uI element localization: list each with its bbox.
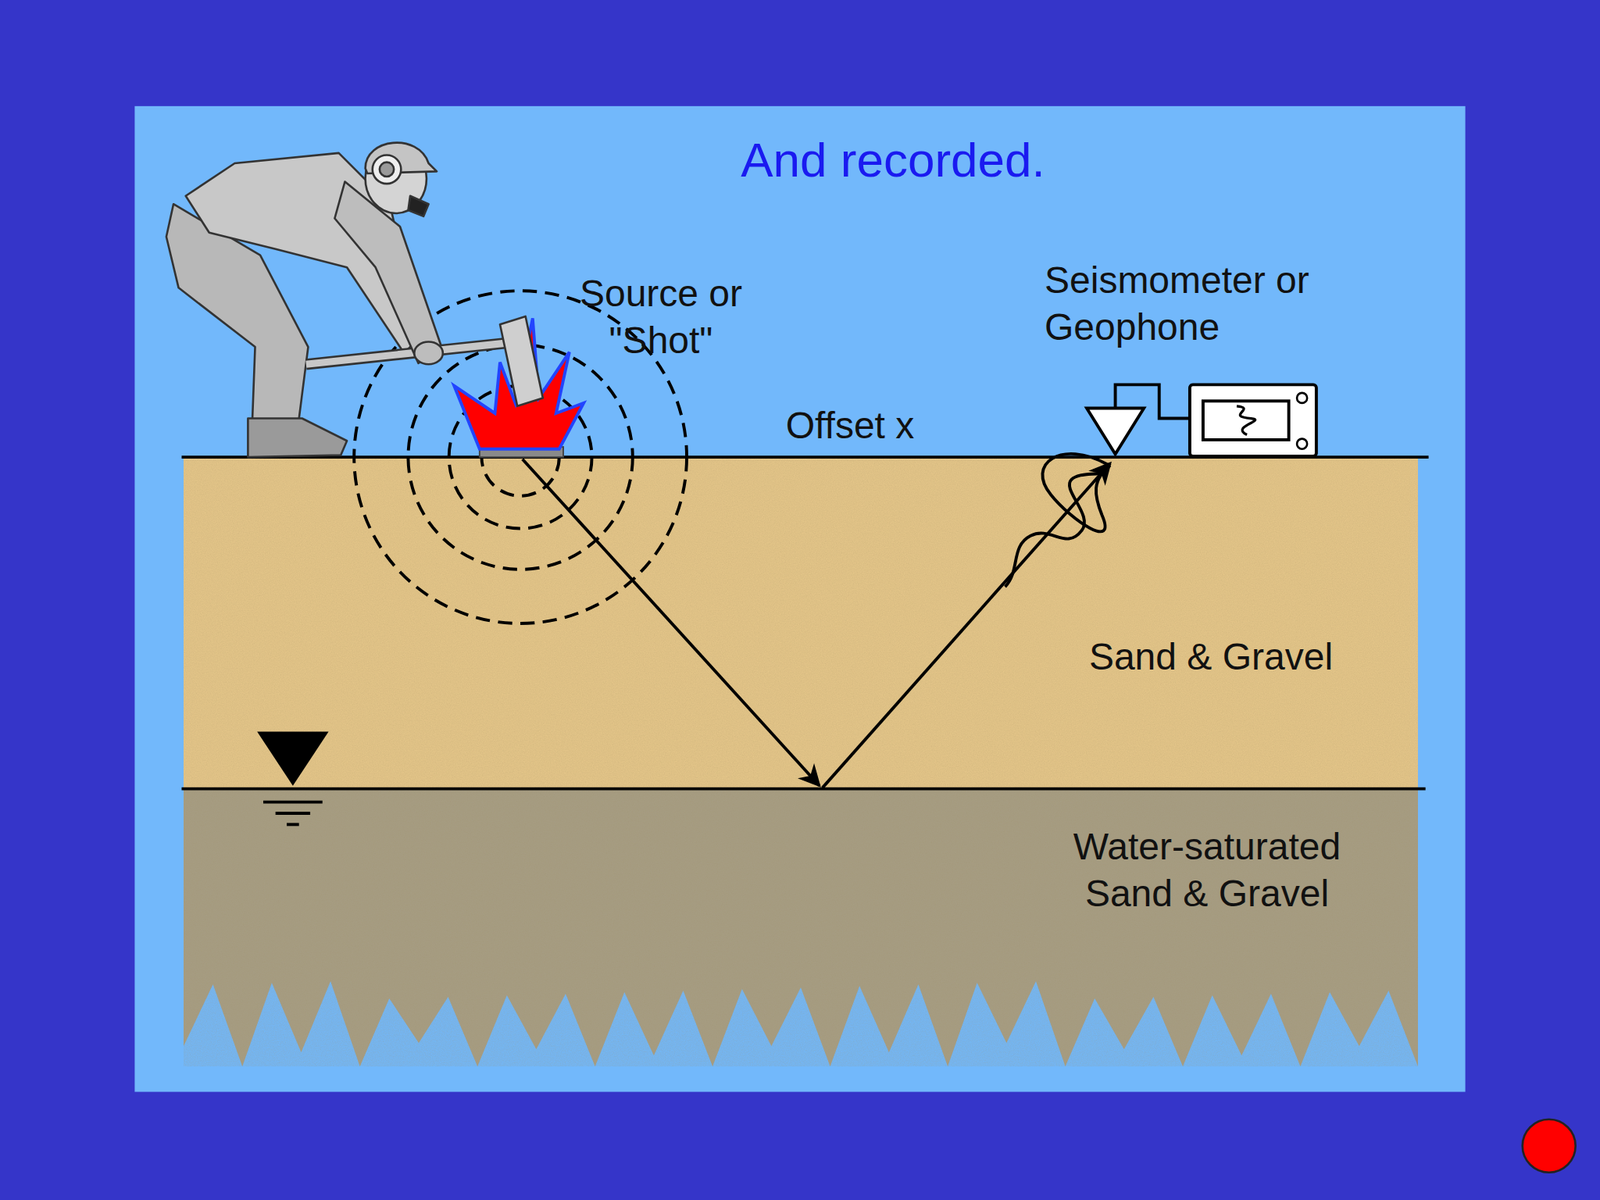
geophone-symbol bbox=[1086, 407, 1144, 454]
recorder-box bbox=[1189, 384, 1317, 456]
soil-layer-band: Sand & Gravel bbox=[183, 457, 1418, 789]
receiver-label: Seismometer or Geophone bbox=[1044, 257, 1311, 351]
recorder-knob bbox=[1296, 392, 1308, 404]
recorder-knob bbox=[1296, 439, 1308, 450]
seismic-wavelet bbox=[1042, 453, 1111, 532]
water-table-symbol bbox=[257, 731, 329, 825]
layer-label: Sand & Gravel bbox=[1046, 633, 1375, 681]
slide-indicator-dot bbox=[1522, 1119, 1576, 1173]
offset-label: Offset x bbox=[764, 402, 936, 450]
band-shape bbox=[183, 457, 1418, 789]
incident-ray bbox=[522, 459, 820, 786]
slide-title: And recorded. bbox=[728, 131, 1058, 190]
sky-panel bbox=[134, 106, 1465, 1093]
saturated-layer-band: Water-saturated Sand & Gravel bbox=[183, 788, 1418, 1067]
person bbox=[166, 142, 543, 458]
band-texture bbox=[183, 457, 1418, 789]
band-texture bbox=[183, 788, 1418, 1067]
band-fill bbox=[183, 457, 1418, 789]
seismic-wavelet bbox=[1005, 464, 1108, 587]
recorder-screen bbox=[1203, 400, 1290, 440]
recorder-trace bbox=[1236, 406, 1256, 436]
layer-label: Water-saturated Sand & Gravel bbox=[1050, 823, 1364, 918]
water-table-line bbox=[181, 787, 1425, 791]
band-fill bbox=[183, 788, 1418, 1067]
source-label: Source or "Shot" bbox=[559, 270, 763, 365]
